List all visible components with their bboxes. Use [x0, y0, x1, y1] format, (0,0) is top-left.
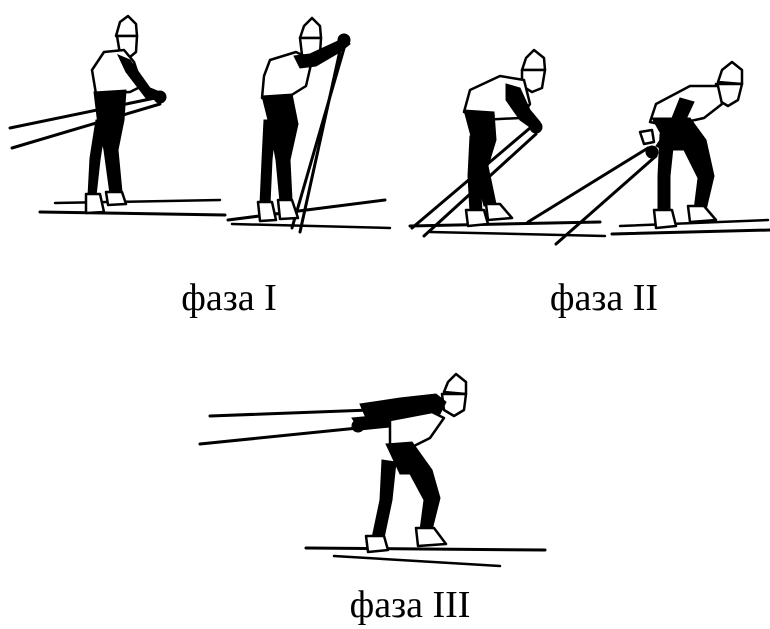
- boot: [466, 210, 488, 226]
- trousers: [386, 442, 440, 530]
- trousers: [658, 134, 674, 212]
- skier-phase-3: [200, 374, 545, 566]
- hand: [352, 420, 364, 432]
- ski-pole: [210, 410, 370, 416]
- hand: [338, 34, 350, 46]
- ski: [306, 548, 545, 550]
- hat: [718, 62, 742, 84]
- trousers: [260, 120, 276, 204]
- hat: [444, 374, 466, 394]
- ski-pole: [556, 156, 656, 244]
- boot: [258, 202, 276, 221]
- hand: [530, 121, 542, 133]
- glove: [640, 130, 654, 144]
- trousers: [372, 460, 396, 538]
- ski-pole: [12, 104, 160, 148]
- ski-pole: [10, 97, 160, 128]
- hand: [646, 146, 658, 158]
- boot: [688, 206, 716, 222]
- hat: [116, 16, 137, 36]
- skier-phase-2a: [410, 50, 605, 236]
- ski: [612, 230, 770, 234]
- caption-phase-2: фаза II: [550, 277, 658, 319]
- boot: [278, 200, 298, 219]
- ski-pole: [528, 148, 648, 222]
- skier-phase-1b: [228, 18, 390, 232]
- ski: [430, 232, 605, 236]
- boot: [486, 204, 512, 220]
- caption-phase-1: фаза I: [181, 277, 277, 319]
- ski: [55, 200, 220, 203]
- boot: [366, 536, 388, 552]
- boot: [416, 528, 446, 546]
- skier-phase-2b: [528, 62, 770, 244]
- ski: [232, 224, 390, 228]
- hat: [300, 18, 321, 38]
- boot: [106, 192, 126, 205]
- ski: [334, 556, 500, 566]
- hand: [154, 91, 166, 103]
- skier-phase-1a: [10, 16, 225, 215]
- trousers: [88, 120, 106, 196]
- boot: [654, 210, 676, 228]
- ski-pole: [200, 428, 358, 444]
- head: [442, 394, 466, 416]
- ski: [40, 212, 225, 215]
- trousers: [468, 136, 482, 212]
- boot: [86, 194, 104, 213]
- hat: [522, 50, 545, 70]
- caption-phase-3: фаза III: [350, 584, 471, 626]
